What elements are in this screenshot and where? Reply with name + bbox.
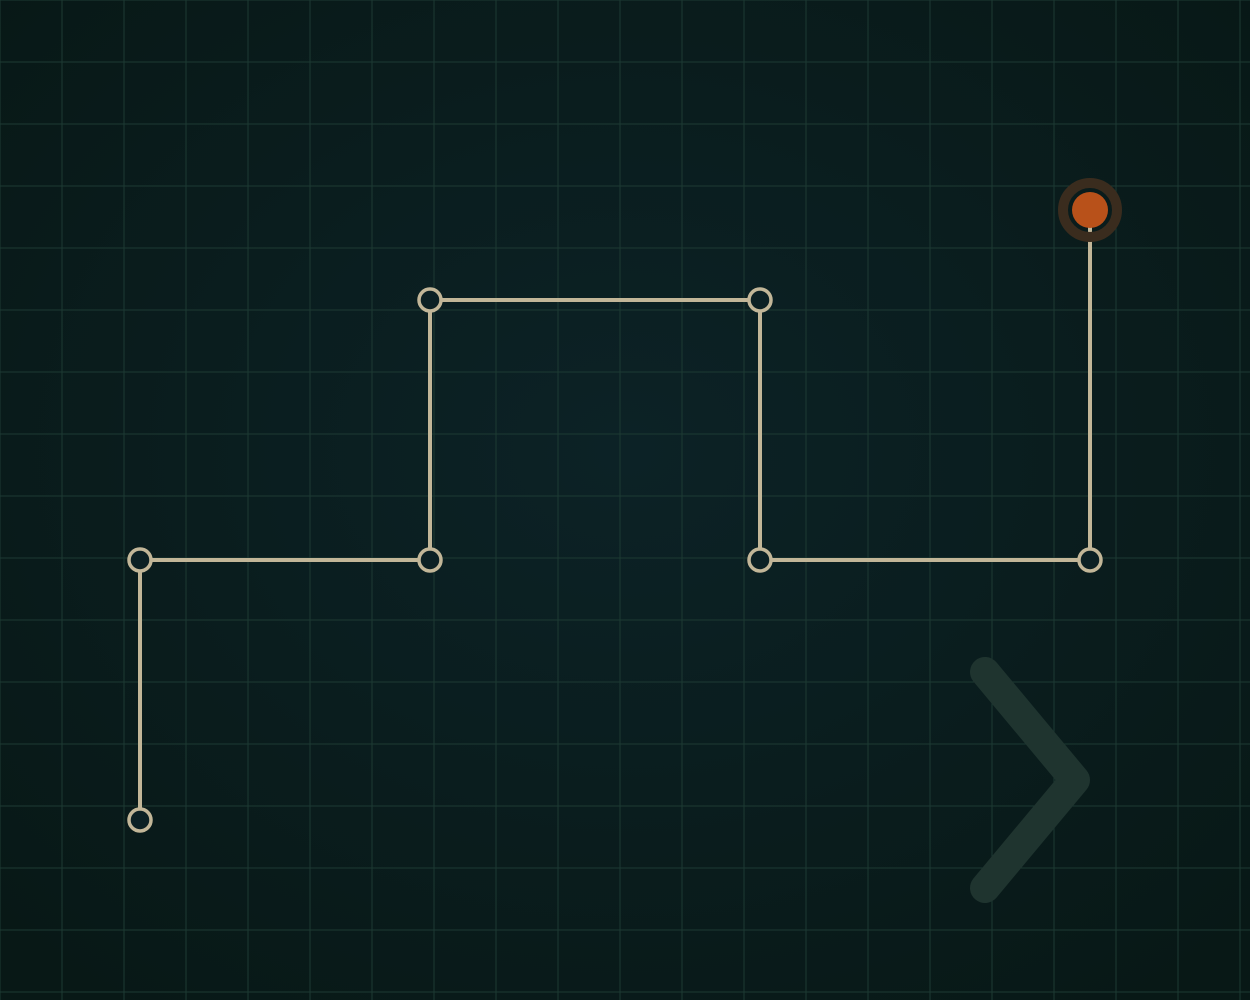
path-node[interactable] xyxy=(747,547,773,573)
active-node[interactable] xyxy=(1072,192,1108,228)
path-node[interactable] xyxy=(747,287,773,313)
chevron-right-icon[interactable] xyxy=(970,657,1090,903)
path-node[interactable] xyxy=(417,287,443,313)
path-node[interactable] xyxy=(1077,547,1103,573)
path-node[interactable] xyxy=(127,547,153,573)
path-segments xyxy=(138,208,1092,822)
active-node-halo xyxy=(1058,178,1122,242)
path-node[interactable] xyxy=(417,547,443,573)
path-nodes xyxy=(127,178,1122,833)
path-node[interactable] xyxy=(127,807,153,833)
